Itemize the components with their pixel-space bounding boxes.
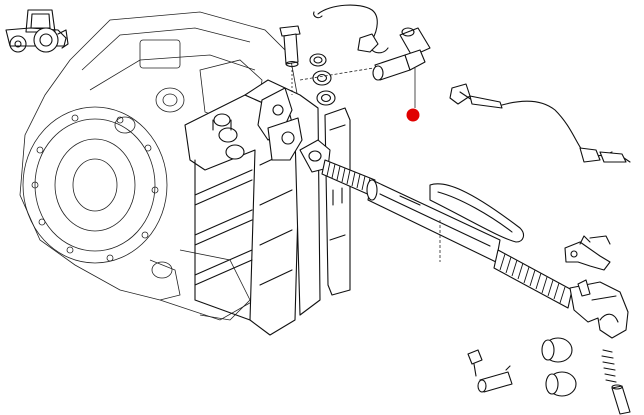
hook-end bbox=[569, 279, 629, 339]
retaining-wire bbox=[313, 4, 389, 54]
top-link bbox=[299, 139, 573, 309]
tractor-icon bbox=[5, 9, 69, 53]
ball-joints bbox=[541, 337, 577, 397]
top-pin bbox=[279, 25, 301, 95]
right-thread bbox=[499, 253, 566, 304]
highlight-marker bbox=[406, 108, 420, 122]
lift-rod bbox=[324, 107, 351, 296]
main-pin bbox=[372, 27, 431, 108]
spring bbox=[601, 349, 631, 415]
left-thread bbox=[326, 161, 371, 193]
check-chain bbox=[449, 83, 631, 163]
lower-pin bbox=[467, 349, 513, 393]
small-clip bbox=[589, 235, 611, 245]
latch-lever bbox=[564, 235, 611, 271]
top-link-bracket bbox=[184, 79, 321, 336]
